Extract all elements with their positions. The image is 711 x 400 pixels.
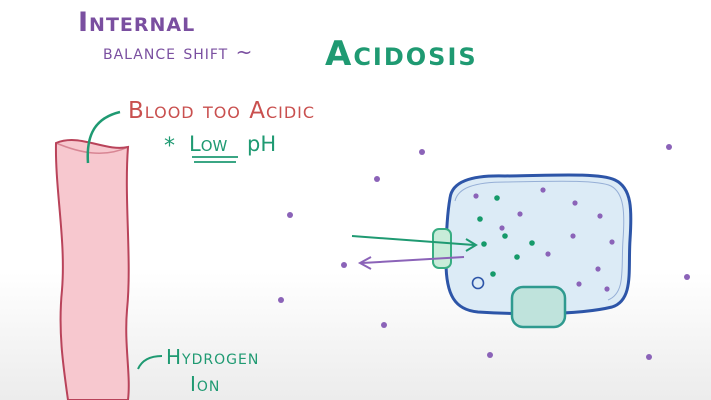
purple-dot (666, 144, 672, 150)
title-internal: Internal (78, 7, 195, 38)
green-dot (529, 240, 535, 246)
purple-dot (597, 213, 603, 219)
purple-dot (287, 212, 293, 218)
green-dot (490, 271, 496, 277)
ion-label: Ion (190, 372, 220, 396)
purple-dot (278, 297, 284, 303)
purple-dot (684, 274, 690, 280)
vesicle (471, 276, 485, 290)
blood-label-leader (86, 110, 121, 164)
membrane-pump (510, 285, 567, 329)
hydrogen-label-leader (137, 355, 163, 370)
purple-dot (604, 286, 610, 292)
title-balance-shift: balance shift ~ (103, 40, 253, 64)
purple-dot (540, 187, 546, 193)
green-dot (502, 233, 508, 239)
hydrogen-in-arrow (351, 235, 478, 252)
hydrogen-label: Hydrogen (166, 345, 259, 369)
purple-dot (572, 200, 578, 206)
purple-dot (341, 262, 347, 268)
purple-dot (473, 193, 479, 199)
purple-dot (381, 322, 387, 328)
purple-dot (419, 149, 425, 155)
green-dot (477, 216, 483, 222)
extracellular-dots (278, 144, 690, 360)
green-dot (514, 254, 520, 260)
intracellular-dots (473, 187, 615, 292)
ion-out-arrow (357, 256, 465, 270)
purple-dot (609, 239, 615, 245)
purple-dot (517, 211, 523, 217)
purple-dot (576, 281, 582, 287)
ph-label: pH (247, 132, 276, 156)
green-dot (481, 241, 487, 247)
purple-dot (487, 352, 493, 358)
purple-dot (499, 225, 505, 231)
cell-membrane (444, 173, 633, 316)
membrane-exchanger (432, 228, 452, 269)
cell-membrane-inner (454, 180, 625, 301)
green-dot (494, 195, 500, 201)
blood-vessel (54, 139, 130, 400)
purple-dot (545, 251, 551, 257)
blood-vessel-top-ellipse (55, 142, 129, 154)
purple-dot (374, 176, 380, 182)
purple-dot (570, 233, 576, 239)
asterisk-mark: * (164, 134, 175, 159)
purple-dot (646, 354, 652, 360)
purple-dot (595, 266, 601, 272)
low-label: Low (189, 132, 228, 156)
title-acidosis: Acidosis (325, 34, 478, 74)
blood-too-acidic-label: Blood too Acidic (128, 98, 315, 124)
